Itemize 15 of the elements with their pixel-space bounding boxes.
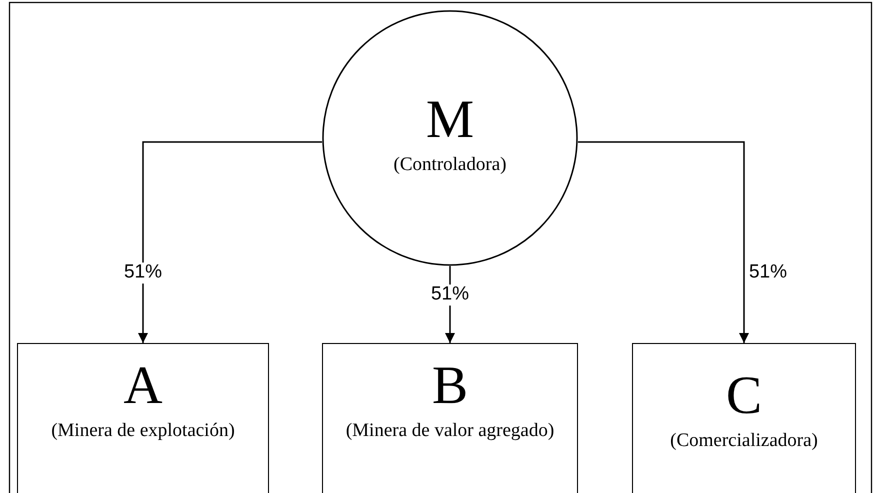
edge-label: 51% [430,284,470,306]
company-role: (Minera de explotación) [50,420,236,443]
company-letter: C [726,368,762,422]
company-box [17,343,269,493]
company-role: (Minera de valor agregado) [344,420,556,443]
company-letter: B [432,358,468,412]
arrow [138,141,322,343]
arrow [578,141,749,343]
company-letter: A [124,358,162,412]
company-box [322,343,578,493]
company-role: (Controladora) [392,154,508,177]
company-role: (Comercializadora) [669,430,819,453]
edge-label: 51% [122,262,164,284]
company-letter: M [426,92,474,146]
company-box [632,343,856,493]
